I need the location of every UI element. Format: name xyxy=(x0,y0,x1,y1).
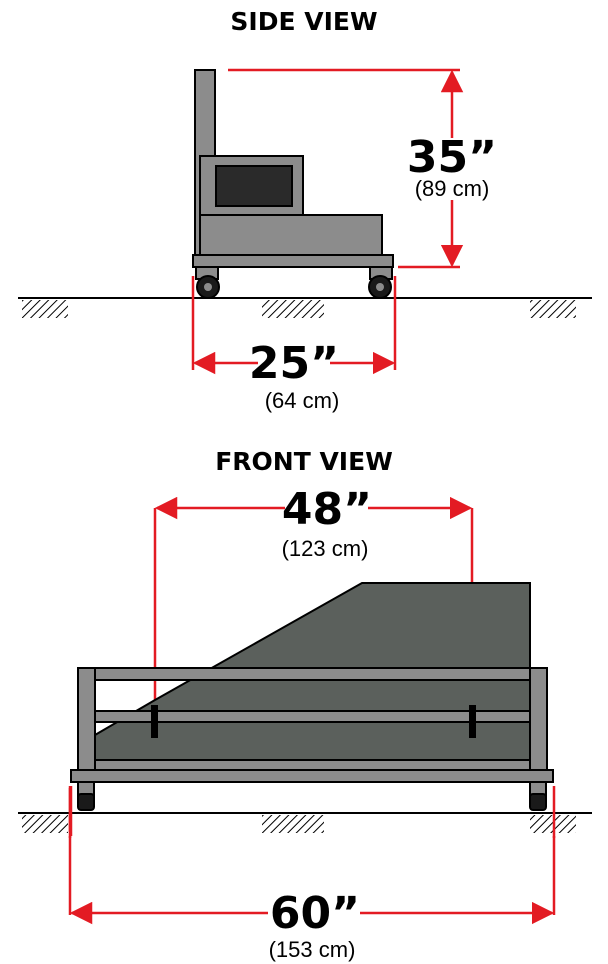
front-right-post xyxy=(529,667,548,771)
side-platform xyxy=(192,254,394,268)
front-top-rail xyxy=(77,667,547,681)
side-height-value: 35” xyxy=(407,132,497,183)
side-height-metric: (89 cm) xyxy=(415,176,490,201)
front-lower-rail xyxy=(94,759,531,771)
front-wheel-right xyxy=(529,793,547,811)
front-inner-width-metric: (123 cm) xyxy=(282,536,369,561)
front-overall-width-dimension xyxy=(68,786,556,838)
side-depth-metric: (64 cm) xyxy=(265,388,340,413)
front-inner-width-value: 48” xyxy=(282,484,372,535)
side-height-dimension xyxy=(228,68,464,269)
front-overall-width-metric: (153 cm) xyxy=(269,937,356,962)
side-monitor-screen xyxy=(215,165,293,207)
front-overall-width-value: 60” xyxy=(270,888,360,939)
side-view: SIDE VIEW 35” ( xyxy=(18,7,592,413)
front-view-title: FRONT VIEW xyxy=(215,447,393,476)
front-view: FRONT VIEW 48” (123 cm) xyxy=(18,447,592,962)
front-ground xyxy=(18,812,592,833)
front-handle-left xyxy=(151,705,158,738)
front-left-post xyxy=(77,667,96,771)
side-depth-value: 25” xyxy=(249,338,339,389)
front-handle-right xyxy=(469,705,476,738)
side-ground xyxy=(18,297,592,318)
side-base-cabinet xyxy=(199,214,383,256)
front-platform xyxy=(70,769,554,783)
front-wheel-left xyxy=(77,793,95,811)
side-view-title: SIDE VIEW xyxy=(230,7,377,36)
side-depth-dimension xyxy=(191,276,397,375)
front-cart xyxy=(70,582,554,811)
side-cart xyxy=(192,69,394,299)
